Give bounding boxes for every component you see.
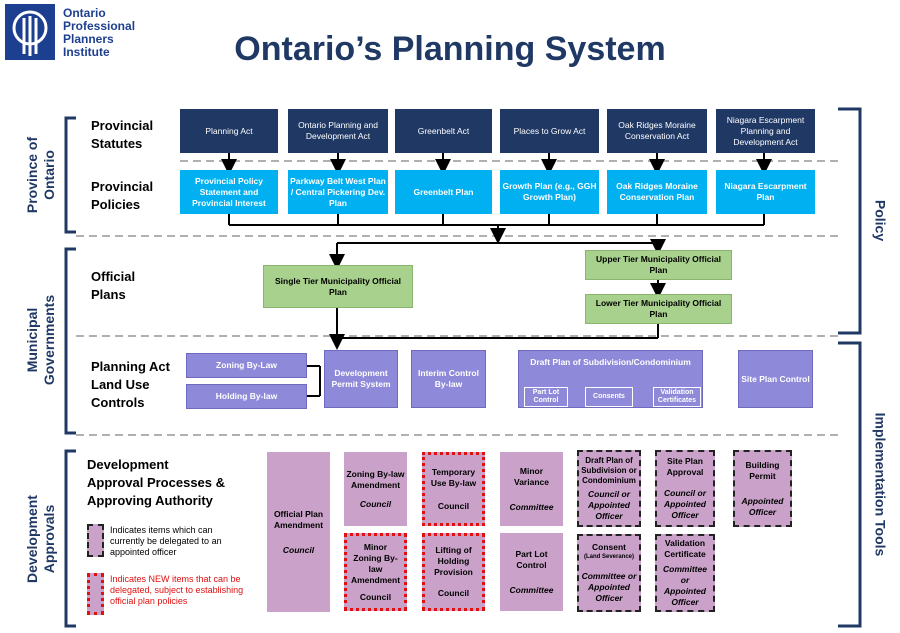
org-name-line4: Institute — [63, 45, 110, 59]
approval-draft-plan: Draft Plan of Subdivision or Condominium… — [577, 450, 641, 527]
policy-box: Parkway Belt West Plan / Central Pickeri… — [288, 170, 388, 214]
zoning-bylaw-box: Zoning By-Law — [186, 353, 307, 378]
page-title: Ontario’s Planning System — [234, 30, 666, 68]
dev-permit-box: Development Permit System — [324, 350, 398, 408]
legend-swatch-black — [87, 524, 104, 557]
validation-certificates-box: Validation Certificates — [653, 387, 701, 407]
lower-tier-plan-box: Lower Tier Municipality Official Plan — [585, 294, 732, 324]
approval-consent: Consent(Land Severance)Committee or Appo… — [577, 534, 641, 612]
policy-box: Oak Ridges Moraine Conservation Plan — [607, 170, 707, 214]
policy-box: Provincial Policy Statement and Provinci… — [180, 170, 278, 214]
opi-logo-icon — [12, 10, 48, 56]
legend-text-black: Indicates items which can currently be d… — [110, 525, 222, 557]
opi-logo — [5, 4, 55, 60]
org-name-line2: Professional — [63, 19, 136, 33]
upper-tier-plan-box: Upper Tier Municipality Official Plan — [585, 250, 732, 280]
org-name-line3: Planners — [63, 32, 114, 46]
side-label-implementation: Implementation Tools — [872, 412, 889, 557]
single-tier-plan-box: Single Tier Municipality Official Plan — [263, 265, 413, 308]
holding-bylaw-box: Holding By-law — [186, 384, 307, 409]
legend-text-red: Indicates NEW items that can be delegate… — [110, 574, 244, 606]
side-label-policy: Policy — [872, 199, 889, 242]
statute-box: Greenbelt Act — [395, 109, 492, 153]
site-plan-control-box: Site Plan Control — [738, 350, 813, 408]
statute-box: Ontario Planning and Development Act — [288, 109, 388, 153]
statute-box: Oak Ridges Moraine Conservation Act — [607, 109, 707, 153]
org-name-line1: Ontario — [63, 6, 106, 20]
consents-box: Consents — [585, 387, 633, 407]
statute-box: Planning Act — [180, 109, 278, 153]
policy-box: Greenbelt Plan — [395, 170, 492, 214]
statute-box: Niagara Escarpment Planning and Developm… — [716, 109, 815, 153]
policy-box: Niagara Escarpment Plan — [716, 170, 815, 214]
legend-swatch-red — [87, 573, 104, 615]
part-lot-control-box: Part Lot Control — [524, 387, 568, 407]
statute-box: Places to Grow Act — [500, 109, 599, 153]
policy-box: Growth Plan (e.g., GGH Growth Plan) — [500, 170, 599, 214]
interim-control-box: Interim Control By-law — [411, 350, 486, 408]
